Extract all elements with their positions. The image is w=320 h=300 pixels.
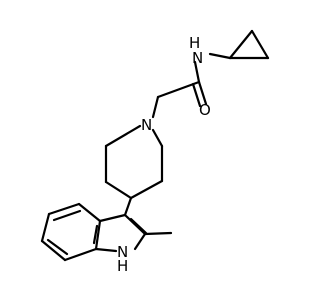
bond xyxy=(129,217,148,235)
structure-canvas: H N O N N H xyxy=(40,29,270,275)
bond xyxy=(104,180,133,200)
bond xyxy=(46,238,69,256)
piperidine-ring xyxy=(104,124,164,200)
bond xyxy=(40,239,67,262)
molecule-diagram: H N O N N H xyxy=(40,29,270,275)
carbonyl-double-bond xyxy=(191,80,208,108)
atom-labels: H N O N N H xyxy=(117,34,211,275)
indole-hydrogen-label: H xyxy=(117,257,128,275)
bond-piperidine-indole xyxy=(123,196,133,217)
bond xyxy=(123,213,147,236)
bond xyxy=(197,80,208,106)
bond xyxy=(92,224,99,245)
bond xyxy=(98,213,127,223)
bond-ch2-piperidine-n xyxy=(151,95,160,119)
bond xyxy=(40,212,51,243)
bond xyxy=(133,232,147,251)
bond xyxy=(250,29,270,60)
bond xyxy=(104,124,142,148)
indole-pyrrole-ring xyxy=(94,213,148,253)
bond xyxy=(52,209,82,222)
bond xyxy=(77,202,102,223)
bond-n-carbonyl xyxy=(193,60,201,84)
bond xyxy=(129,179,164,200)
bond xyxy=(94,219,102,251)
bond xyxy=(191,82,202,108)
bond xyxy=(228,29,254,60)
bond-methyl xyxy=(143,231,173,236)
amide-nitrogen-label: N xyxy=(192,49,203,67)
bond xyxy=(94,247,118,253)
indole-benzene-ring xyxy=(40,202,102,262)
bond-carbonyl-ch2 xyxy=(156,80,201,99)
bond xyxy=(151,128,164,148)
indole-nitrogen-label: N xyxy=(117,243,128,261)
bond xyxy=(47,202,81,216)
cyclopropyl-ring xyxy=(228,29,270,60)
amide-hydrogen-label: H xyxy=(189,34,200,52)
bond-n-cyclopropyl xyxy=(208,52,232,60)
carbonyl-oxygen-label: O xyxy=(199,101,211,119)
piperidine-nitrogen-label: N xyxy=(141,116,152,134)
bond xyxy=(63,247,98,262)
